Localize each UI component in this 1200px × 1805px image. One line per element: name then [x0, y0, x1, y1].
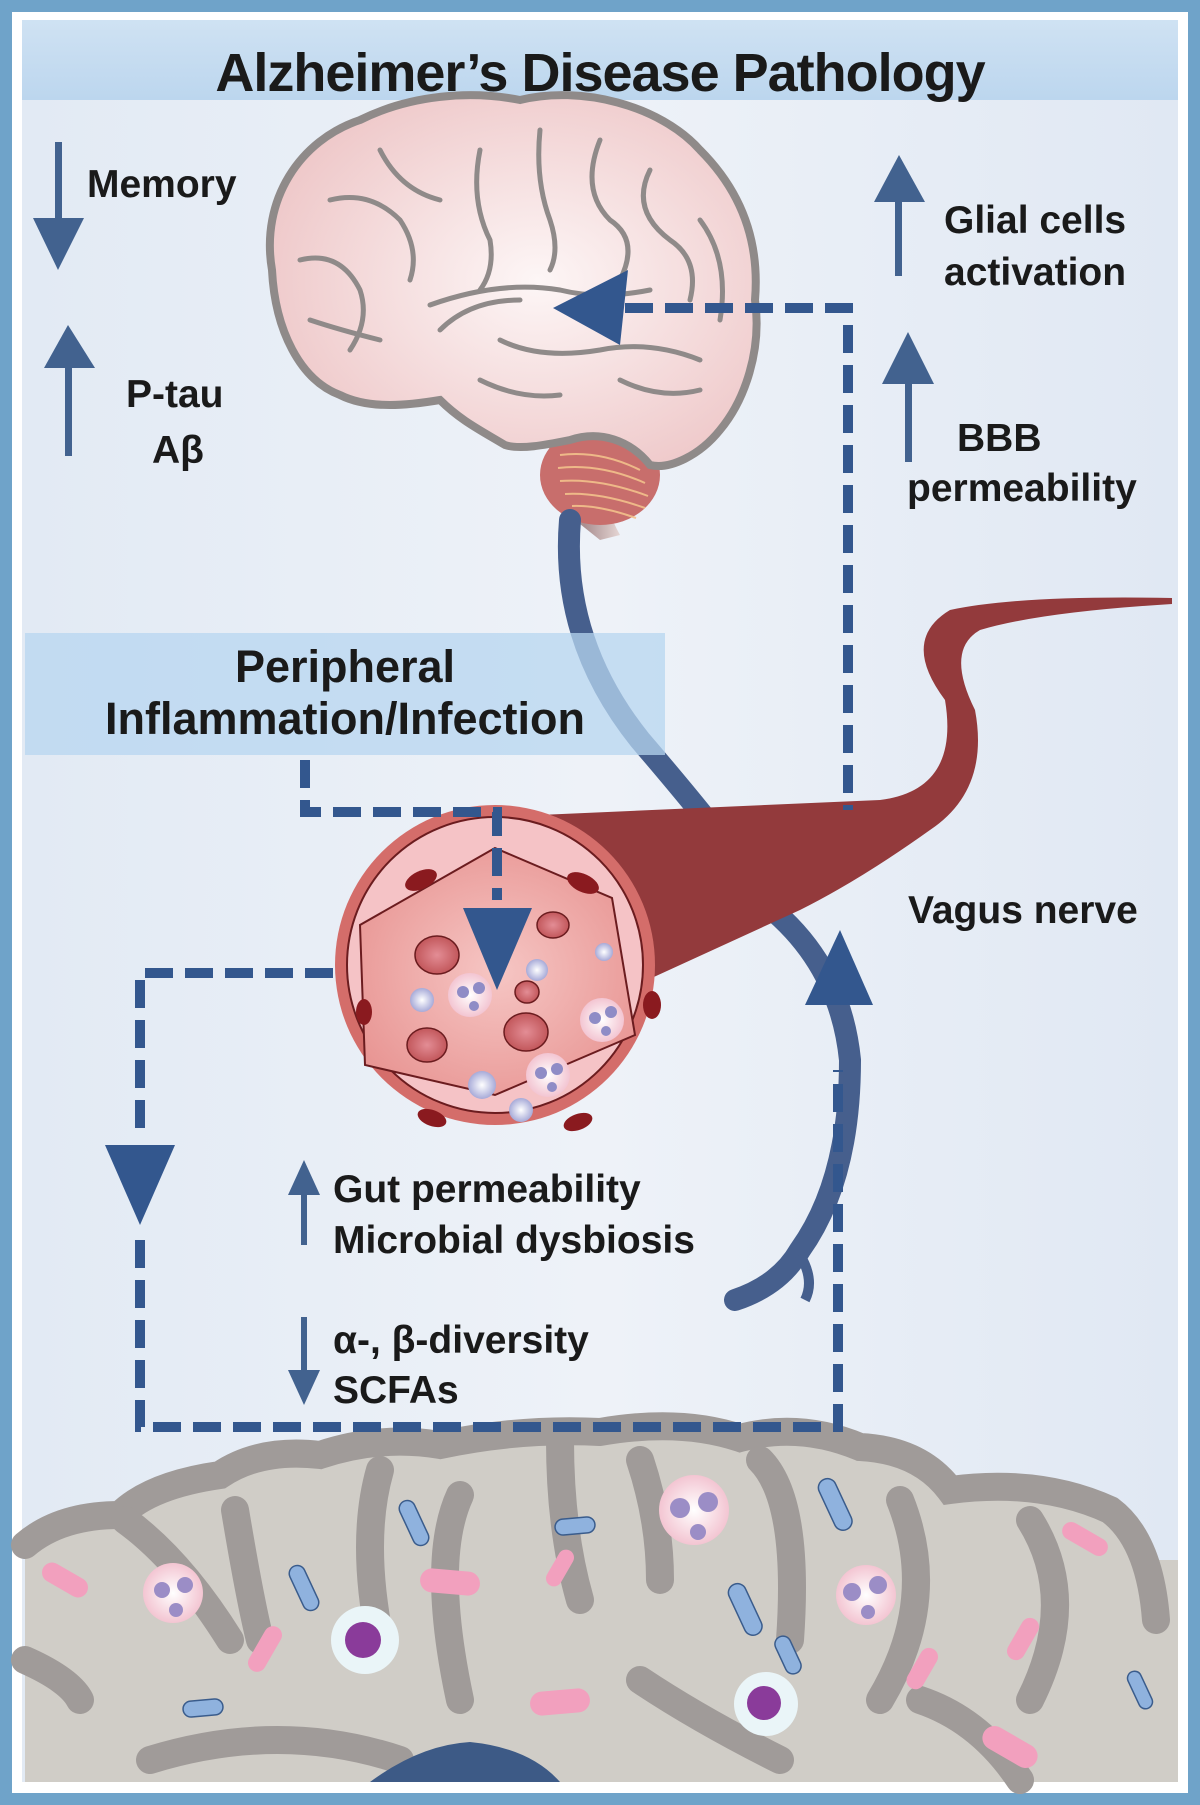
ptau-label: P-tau	[126, 373, 224, 416]
cerebellum-folds	[557, 453, 649, 519]
gut-permeability-label: Gut permeability	[333, 1168, 641, 1211]
scfa-down-arrow	[288, 1317, 320, 1405]
memory-down-arrow	[33, 142, 84, 270]
peripheral-label-line1: Peripheral	[234, 641, 456, 692]
bbb-up-arrow	[882, 332, 934, 462]
pathway-arrowheads	[105, 270, 873, 1225]
glial-up-arrow	[874, 155, 925, 276]
dysbiosis-label: Microbial dysbiosis	[333, 1219, 695, 1262]
gut-tissue	[11, 1412, 1178, 1794]
brain-arrowhead	[553, 270, 628, 345]
lumen-arrowhead	[463, 908, 532, 990]
dashed-left-lower	[135, 1070, 843, 1432]
vagus-nerve-branch	[795, 1252, 814, 1303]
immune-cells	[143, 1475, 896, 1736]
glial-label-line1: Glial cells	[944, 199, 1127, 242]
bbb-label-line1: BBB	[957, 417, 1042, 460]
gut-up-arrow	[288, 1160, 320, 1245]
platelets	[410, 943, 613, 1122]
abeta-label: Aβ	[152, 429, 204, 472]
glial-label-line2: activation	[944, 251, 1127, 294]
red-blood-cells	[406, 911, 570, 1063]
dashed-peripheral-path	[300, 760, 502, 900]
memory-label: Memory	[87, 163, 237, 206]
ptau-up-arrow	[44, 325, 95, 456]
scfa-label: SCFAs	[333, 1369, 459, 1412]
peripheral-label-line2: Inflammation/Infection	[104, 693, 585, 744]
bbb-label-line2: permeability	[907, 467, 1137, 510]
indicator-arrows	[33, 142, 934, 1405]
peripheral-banner: Peripheral Inflammation/Infection	[25, 633, 665, 755]
endothelial-nuclei	[356, 869, 661, 1132]
dashed-left-loop	[135, 968, 333, 1140]
left-loop-arrowhead	[105, 1145, 175, 1225]
page-title: Alzheimer’s Disease Pathology	[215, 43, 985, 103]
dashed-pathways	[135, 303, 853, 1432]
title-banner: Alzheimer’s Disease Pathology	[22, 20, 1178, 103]
diversity-label: α-, β-diversity	[333, 1319, 589, 1362]
gut-microbes	[42, 1477, 1154, 1768]
vagus-arrowhead	[805, 930, 873, 1005]
dashed-brain-path	[625, 303, 853, 810]
vagus-nerve-label: Vagus nerve	[908, 889, 1138, 932]
brain	[265, 91, 761, 470]
